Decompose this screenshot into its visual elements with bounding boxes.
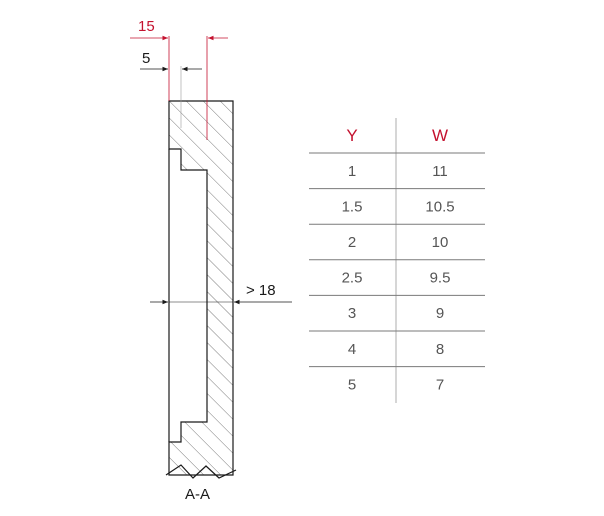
dimension-15: 15	[130, 18, 228, 140]
table-cell-w: 8	[436, 341, 444, 358]
table-cell-y: 2.5	[342, 270, 363, 287]
table-cell-w: 7	[436, 376, 444, 393]
table-cell-y: 1.5	[342, 198, 363, 215]
section-label: A-A	[185, 486, 210, 503]
table-cell-y: 1	[348, 163, 356, 180]
table-cell-y: 2	[348, 234, 356, 251]
dim-label-18: > 18	[246, 282, 276, 299]
table-header-y: Y	[346, 126, 357, 145]
table-cell-w: 10.5	[425, 198, 454, 215]
table-cell-y: 4	[348, 341, 356, 358]
table-cell-w: 9	[436, 305, 444, 322]
table-cell-w: 11	[432, 163, 448, 180]
hatched-material	[168, 100, 234, 476]
table-header-w: W	[432, 126, 448, 145]
dimension-18: > 18	[150, 282, 292, 305]
table-cell-y: 3	[348, 305, 356, 322]
table-cell-w: 9.5	[430, 270, 451, 287]
dim-label-15: 15	[138, 18, 155, 35]
dimension-5: 5	[140, 50, 202, 128]
dim-label-5: 5	[142, 50, 150, 67]
table-cell-w: 10	[432, 234, 449, 251]
table-cell-y: 5	[348, 376, 356, 393]
section-profile	[165, 100, 237, 479]
break-line	[165, 464, 237, 479]
